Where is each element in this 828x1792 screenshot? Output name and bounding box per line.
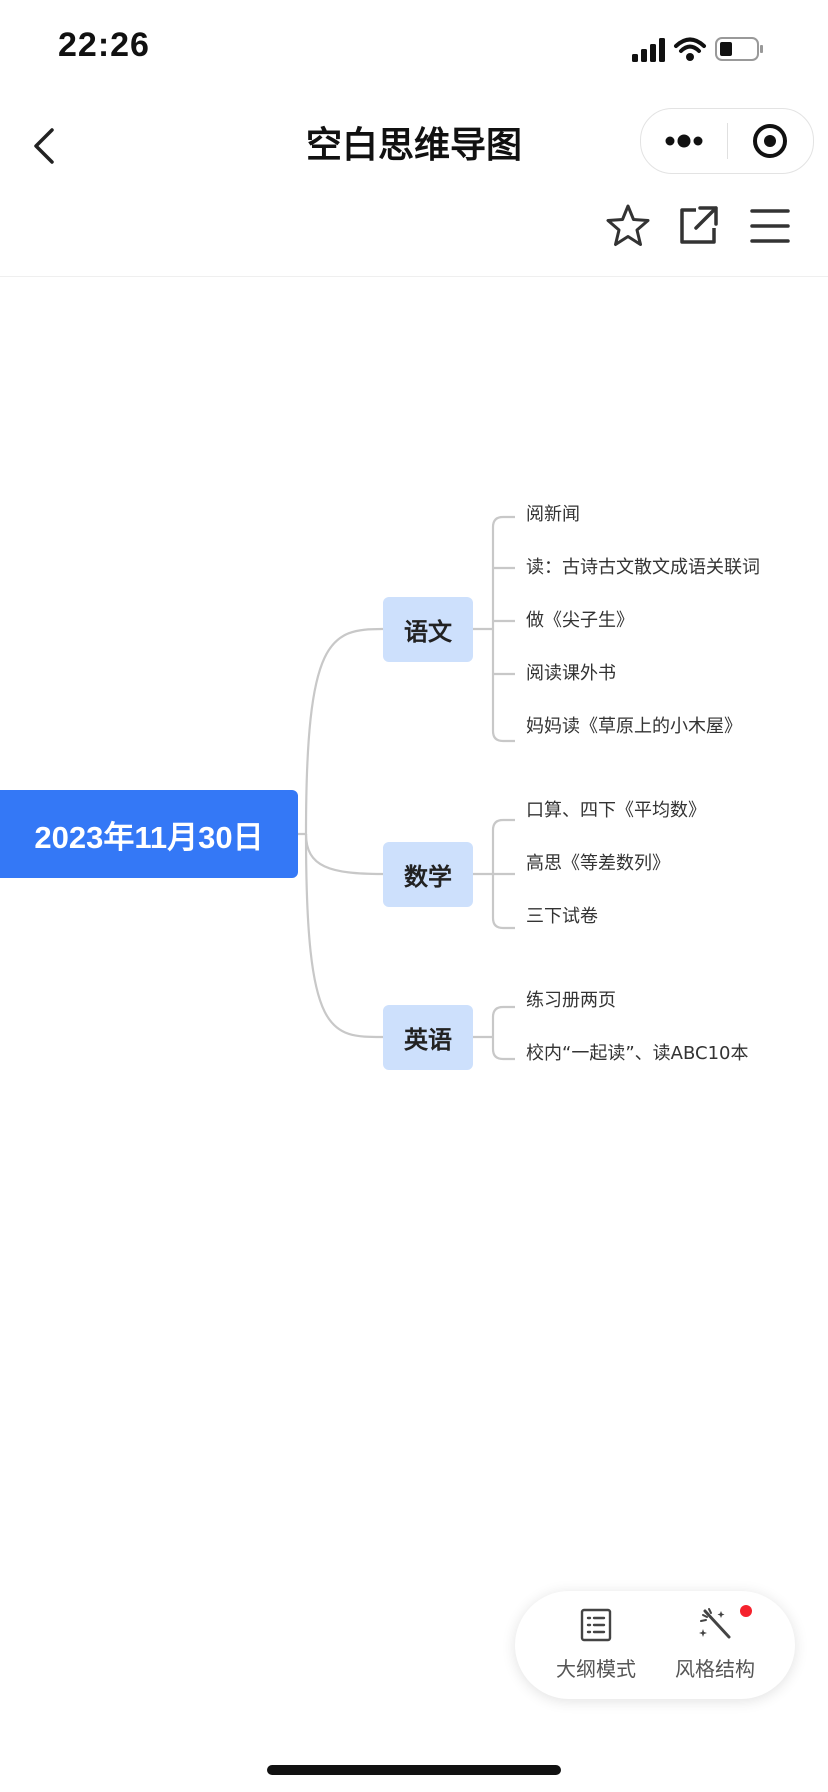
share-button[interactable] (674, 202, 722, 250)
new-badge (740, 1605, 752, 1617)
outline-mode-button[interactable]: 大纲模式 (541, 1591, 651, 1699)
menu-icon (750, 209, 790, 243)
share-icon (680, 206, 718, 244)
menu-button[interactable] (746, 202, 794, 250)
mindmap-branch-english[interactable]: 英语 (383, 1005, 473, 1070)
status-bar: 22:26 (0, 0, 828, 96)
style-structure-label: 风格结构 (675, 1657, 755, 1681)
mindmap-leaf[interactable]: 练习册两页 (526, 990, 616, 1011)
outline-icon (580, 1608, 612, 1642)
mindmap-leaf[interactable]: 校内“一起读”、读ABC10本 (526, 1043, 749, 1064)
home-indicator (267, 1765, 561, 1775)
close-miniprogram-button[interactable] (727, 109, 813, 173)
mindmap-leaf[interactable]: 做《尖子生》 (526, 610, 634, 631)
back-button[interactable] (26, 120, 66, 172)
mindmap-canvas[interactable]: 2023年11月30日 语文 数学 英语 阅新闻 读：古诗古文散文成语关联词 做… (0, 277, 828, 1577)
style-structure-button[interactable]: 风格结构 (660, 1591, 770, 1699)
mindmap-leaf[interactable]: 读：古诗古文散文成语关联词 (526, 557, 760, 578)
status-time: 22:26 (58, 26, 150, 64)
mindmap-root-node[interactable]: 2023年11月30日 (0, 790, 298, 878)
status-icons (632, 34, 792, 66)
mindmap-connectors (298, 515, 515, 1061)
target-icon (753, 124, 787, 158)
mindmap-leaf[interactable]: 阅新闻 (526, 504, 580, 525)
more-button[interactable] (641, 109, 727, 173)
more-icon (665, 134, 703, 148)
mindmap-branch-chinese[interactable]: 语文 (383, 597, 473, 662)
mindmap-leaf[interactable]: 口算、四下《平均数》 (526, 800, 706, 821)
mindmap-branch-math[interactable]: 数学 (383, 842, 473, 907)
magic-wand-icon (699, 1608, 731, 1639)
mindmap-leaf[interactable]: 三下试卷 (526, 906, 598, 927)
bottom-toolbar: 大纲模式 风格结构 (515, 1591, 795, 1699)
favorite-button[interactable] (604, 202, 652, 250)
miniprogram-capsule (640, 108, 814, 174)
capsule-divider (727, 123, 728, 159)
mindmap-leaf[interactable]: 妈妈读《草原上的小木屋》 (526, 716, 742, 737)
page-title: 空白思维导图 (305, 125, 522, 166)
star-icon (606, 204, 650, 246)
mindmap-leaf[interactable]: 阅读课外书 (526, 663, 616, 684)
mindmap-leaf[interactable]: 高思《等差数列》 (526, 853, 670, 874)
nav-header: 空白思维导图 (0, 96, 828, 277)
signal-wifi-battery-icon (632, 37, 763, 62)
outline-mode-label: 大纲模式 (556, 1657, 636, 1681)
back-icon (34, 128, 54, 164)
